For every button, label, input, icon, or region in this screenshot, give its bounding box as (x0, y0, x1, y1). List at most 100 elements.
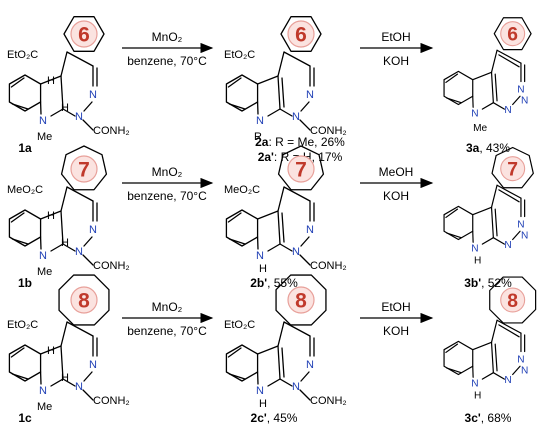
nitrogen-atom: N (75, 246, 83, 258)
ring-size-circle (287, 286, 315, 314)
nitrogen-atom: N (504, 375, 511, 386)
reagent-label: MnO₂ (152, 300, 183, 314)
compound-label: 3c', 68% (465, 411, 512, 425)
bond (279, 108, 293, 117)
bond (256, 210, 279, 220)
n-substituent: Me (473, 123, 487, 134)
bond (490, 49, 498, 73)
indole-nitrogen: N (471, 243, 478, 254)
ester-label: EtO₂C (224, 49, 255, 61)
n-substituent: Me (37, 266, 52, 278)
aromatic-bond (446, 367, 462, 374)
ester-label: EtO₂C (224, 319, 255, 331)
bond (481, 372, 494, 380)
aromatic-bond (445, 208, 459, 219)
aromatic-bond (227, 212, 242, 223)
nh-hydrogen: H (474, 255, 481, 266)
ring-size-label: 6 (507, 25, 518, 46)
nitrogen-atom: N (306, 359, 314, 371)
double-bond (498, 324, 520, 338)
compound-label: 2c', 45% (251, 411, 298, 425)
carbocycle-ring (60, 145, 108, 191)
aromatic-bond (228, 238, 246, 245)
bond (277, 51, 285, 77)
reagent-label: EtOH (381, 300, 410, 314)
aromatic-bond (281, 212, 285, 243)
compound-id: 2a (255, 135, 269, 149)
compound-id: 2b' (250, 276, 267, 290)
bond (490, 319, 498, 343)
reagent-label: MeOH (379, 165, 414, 179)
bond (60, 210, 64, 245)
nitrogen-atom: N (521, 231, 528, 242)
bond (66, 51, 94, 67)
reagent-label: MnO₂ (152, 30, 183, 44)
bond (481, 102, 494, 110)
compound-yield: : R = Me, 26% (268, 135, 345, 149)
bond (267, 108, 281, 117)
bond (39, 75, 62, 85)
bond (66, 321, 94, 337)
carbamoyl-label: CONH₂ (310, 260, 347, 272)
bond (267, 378, 281, 387)
bond (472, 341, 493, 351)
bond (60, 51, 68, 77)
bond (283, 186, 311, 202)
bond (277, 186, 285, 212)
aromatic-bond (10, 347, 25, 358)
conditions-label: KOH (383, 324, 409, 338)
carbocycle-ring (489, 276, 537, 324)
bond (472, 71, 493, 81)
benzene-ring (443, 205, 474, 241)
ring-size-label: 8 (295, 290, 307, 313)
nitrogen-atom: N (517, 85, 524, 96)
bond (50, 243, 64, 252)
bond (83, 236, 93, 247)
nitrogen-atom: N (75, 111, 83, 123)
bond (82, 389, 94, 401)
bond (256, 345, 279, 355)
aromatic-bond (494, 208, 498, 237)
aromatic-bond (281, 347, 285, 378)
ring-size-label: 7 (507, 160, 518, 181)
carbamoyl-label: CONH₂ (93, 260, 130, 272)
bond (492, 102, 505, 110)
aromatic-bond (228, 373, 246, 380)
compound-yield: , 43% (479, 141, 510, 155)
n-substituent: R (254, 131, 262, 143)
bond (490, 184, 498, 208)
carbocycle-ring (493, 17, 532, 51)
double-bond (498, 54, 520, 68)
reagent-label: MnO₂ (152, 165, 183, 179)
compound-id: 3c' (465, 411, 481, 425)
bond (256, 75, 279, 85)
benzene-ring (8, 74, 42, 112)
bond (60, 75, 64, 110)
bond (66, 186, 94, 202)
bond (512, 365, 521, 376)
indole-nitrogen: N (471, 108, 478, 119)
nitrogen-atom: N (306, 224, 314, 236)
compound-id: 2a' (258, 150, 274, 164)
bond (277, 75, 281, 110)
compound-id: 3a (466, 141, 480, 155)
bond (277, 345, 281, 380)
bond (496, 184, 522, 199)
stereo-hydrogen: H (47, 345, 55, 357)
indole-nitrogen: N (39, 250, 47, 262)
bond (82, 119, 94, 131)
n-substituent: Me (37, 401, 52, 413)
carbamoyl-label: CONH₂ (93, 395, 130, 407)
carbocycle-ring (63, 16, 105, 52)
bond (512, 95, 521, 106)
bond (490, 206, 494, 239)
aromatic-bond (445, 343, 459, 354)
ester-label: EtO₂C (7, 49, 38, 61)
aromatic-bond (445, 73, 459, 84)
ring-size-circle (70, 20, 98, 48)
bond (83, 371, 93, 382)
